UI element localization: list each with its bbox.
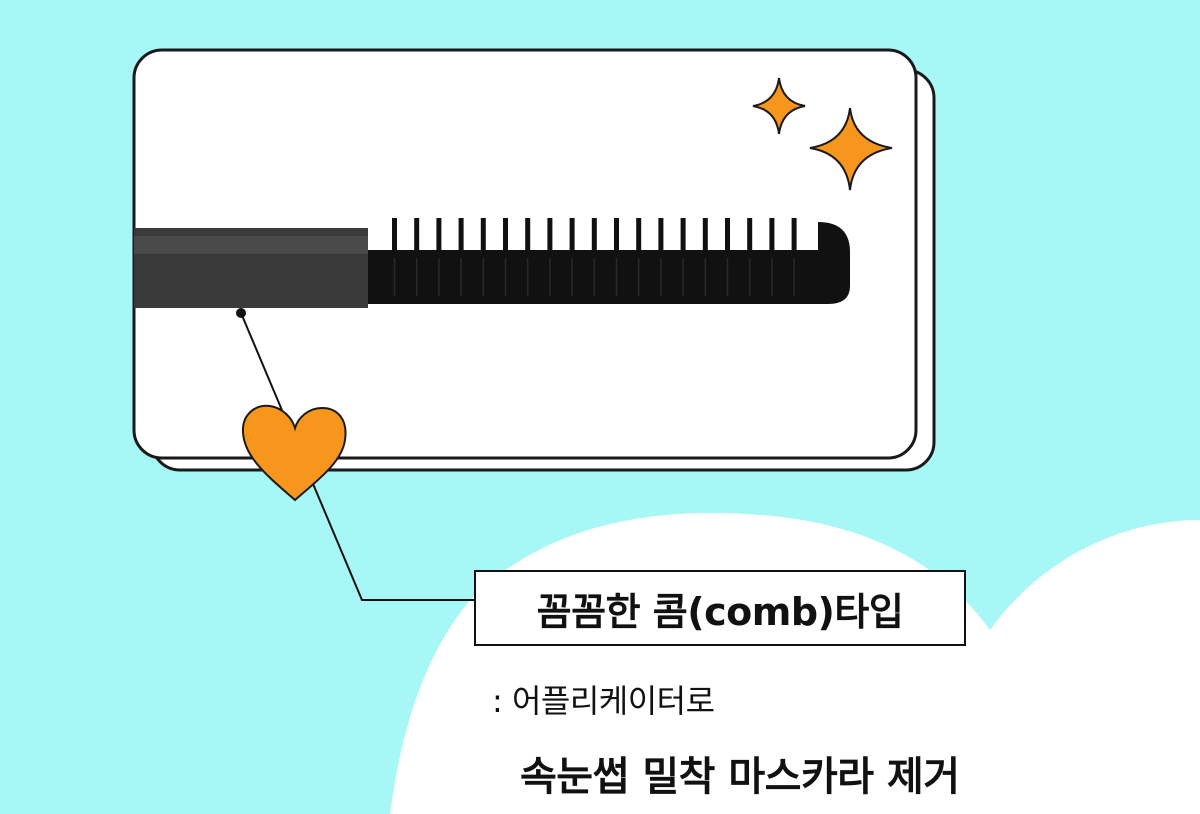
sparkle-icon — [809, 107, 893, 191]
comb-tooth — [791, 218, 797, 252]
comb-tooth — [569, 218, 575, 252]
comb-applicator — [134, 218, 850, 308]
feature-label: 꼼꼼한 콤(comb)타입 — [474, 570, 966, 646]
comb-tooth — [458, 218, 464, 252]
comb-tooth — [747, 218, 753, 252]
comb-tooth — [503, 218, 508, 252]
comb-tooth — [414, 218, 420, 252]
comb-tooth — [680, 218, 686, 252]
comb-tooth — [658, 218, 664, 252]
comb-tooth — [636, 218, 642, 252]
comb-tooth — [480, 218, 486, 252]
description-line-1: : 어플리케이터로 — [492, 682, 715, 720]
pointer-line — [236, 308, 474, 601]
comb-tooth — [436, 218, 442, 252]
feature-title: 꼼꼼한 콤(comb)타입 — [536, 589, 904, 634]
comb-tooth — [591, 218, 597, 252]
comb-tooth — [392, 218, 397, 252]
comb-tooth — [525, 218, 531, 252]
heart-icon — [241, 404, 347, 502]
sparkle-icon — [752, 77, 806, 135]
comb-tooth — [769, 218, 775, 252]
comb-tooth — [725, 218, 730, 252]
comb-tooth — [547, 218, 553, 252]
comb-tooth — [702, 218, 708, 252]
comb-tooth — [614, 218, 619, 252]
description-line-2: 속눈썹 밀착 마스카라 제거 — [520, 754, 960, 800]
